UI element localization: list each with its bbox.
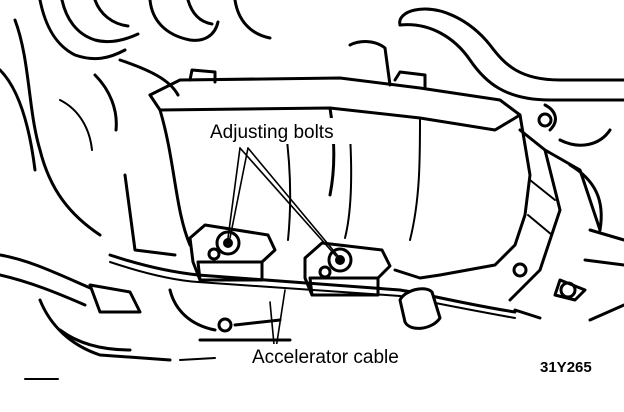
accelerator-cable xyxy=(108,253,542,330)
right-bracket xyxy=(303,241,392,297)
figure-code: 31Y265 xyxy=(540,359,592,376)
upper-left-hoses xyxy=(0,0,272,237)
accelerator-cable-label: Accelerator cable xyxy=(252,347,399,368)
label-backing xyxy=(248,344,443,370)
lower-left-parts xyxy=(0,253,292,362)
adjusting-bolts-label: Adjusting bolts xyxy=(210,122,334,143)
upper-right-hoses xyxy=(348,7,624,232)
label-backing xyxy=(206,118,371,144)
right-side-assembly xyxy=(508,112,624,322)
left-bracket xyxy=(188,223,277,282)
leader-lines xyxy=(227,147,339,356)
